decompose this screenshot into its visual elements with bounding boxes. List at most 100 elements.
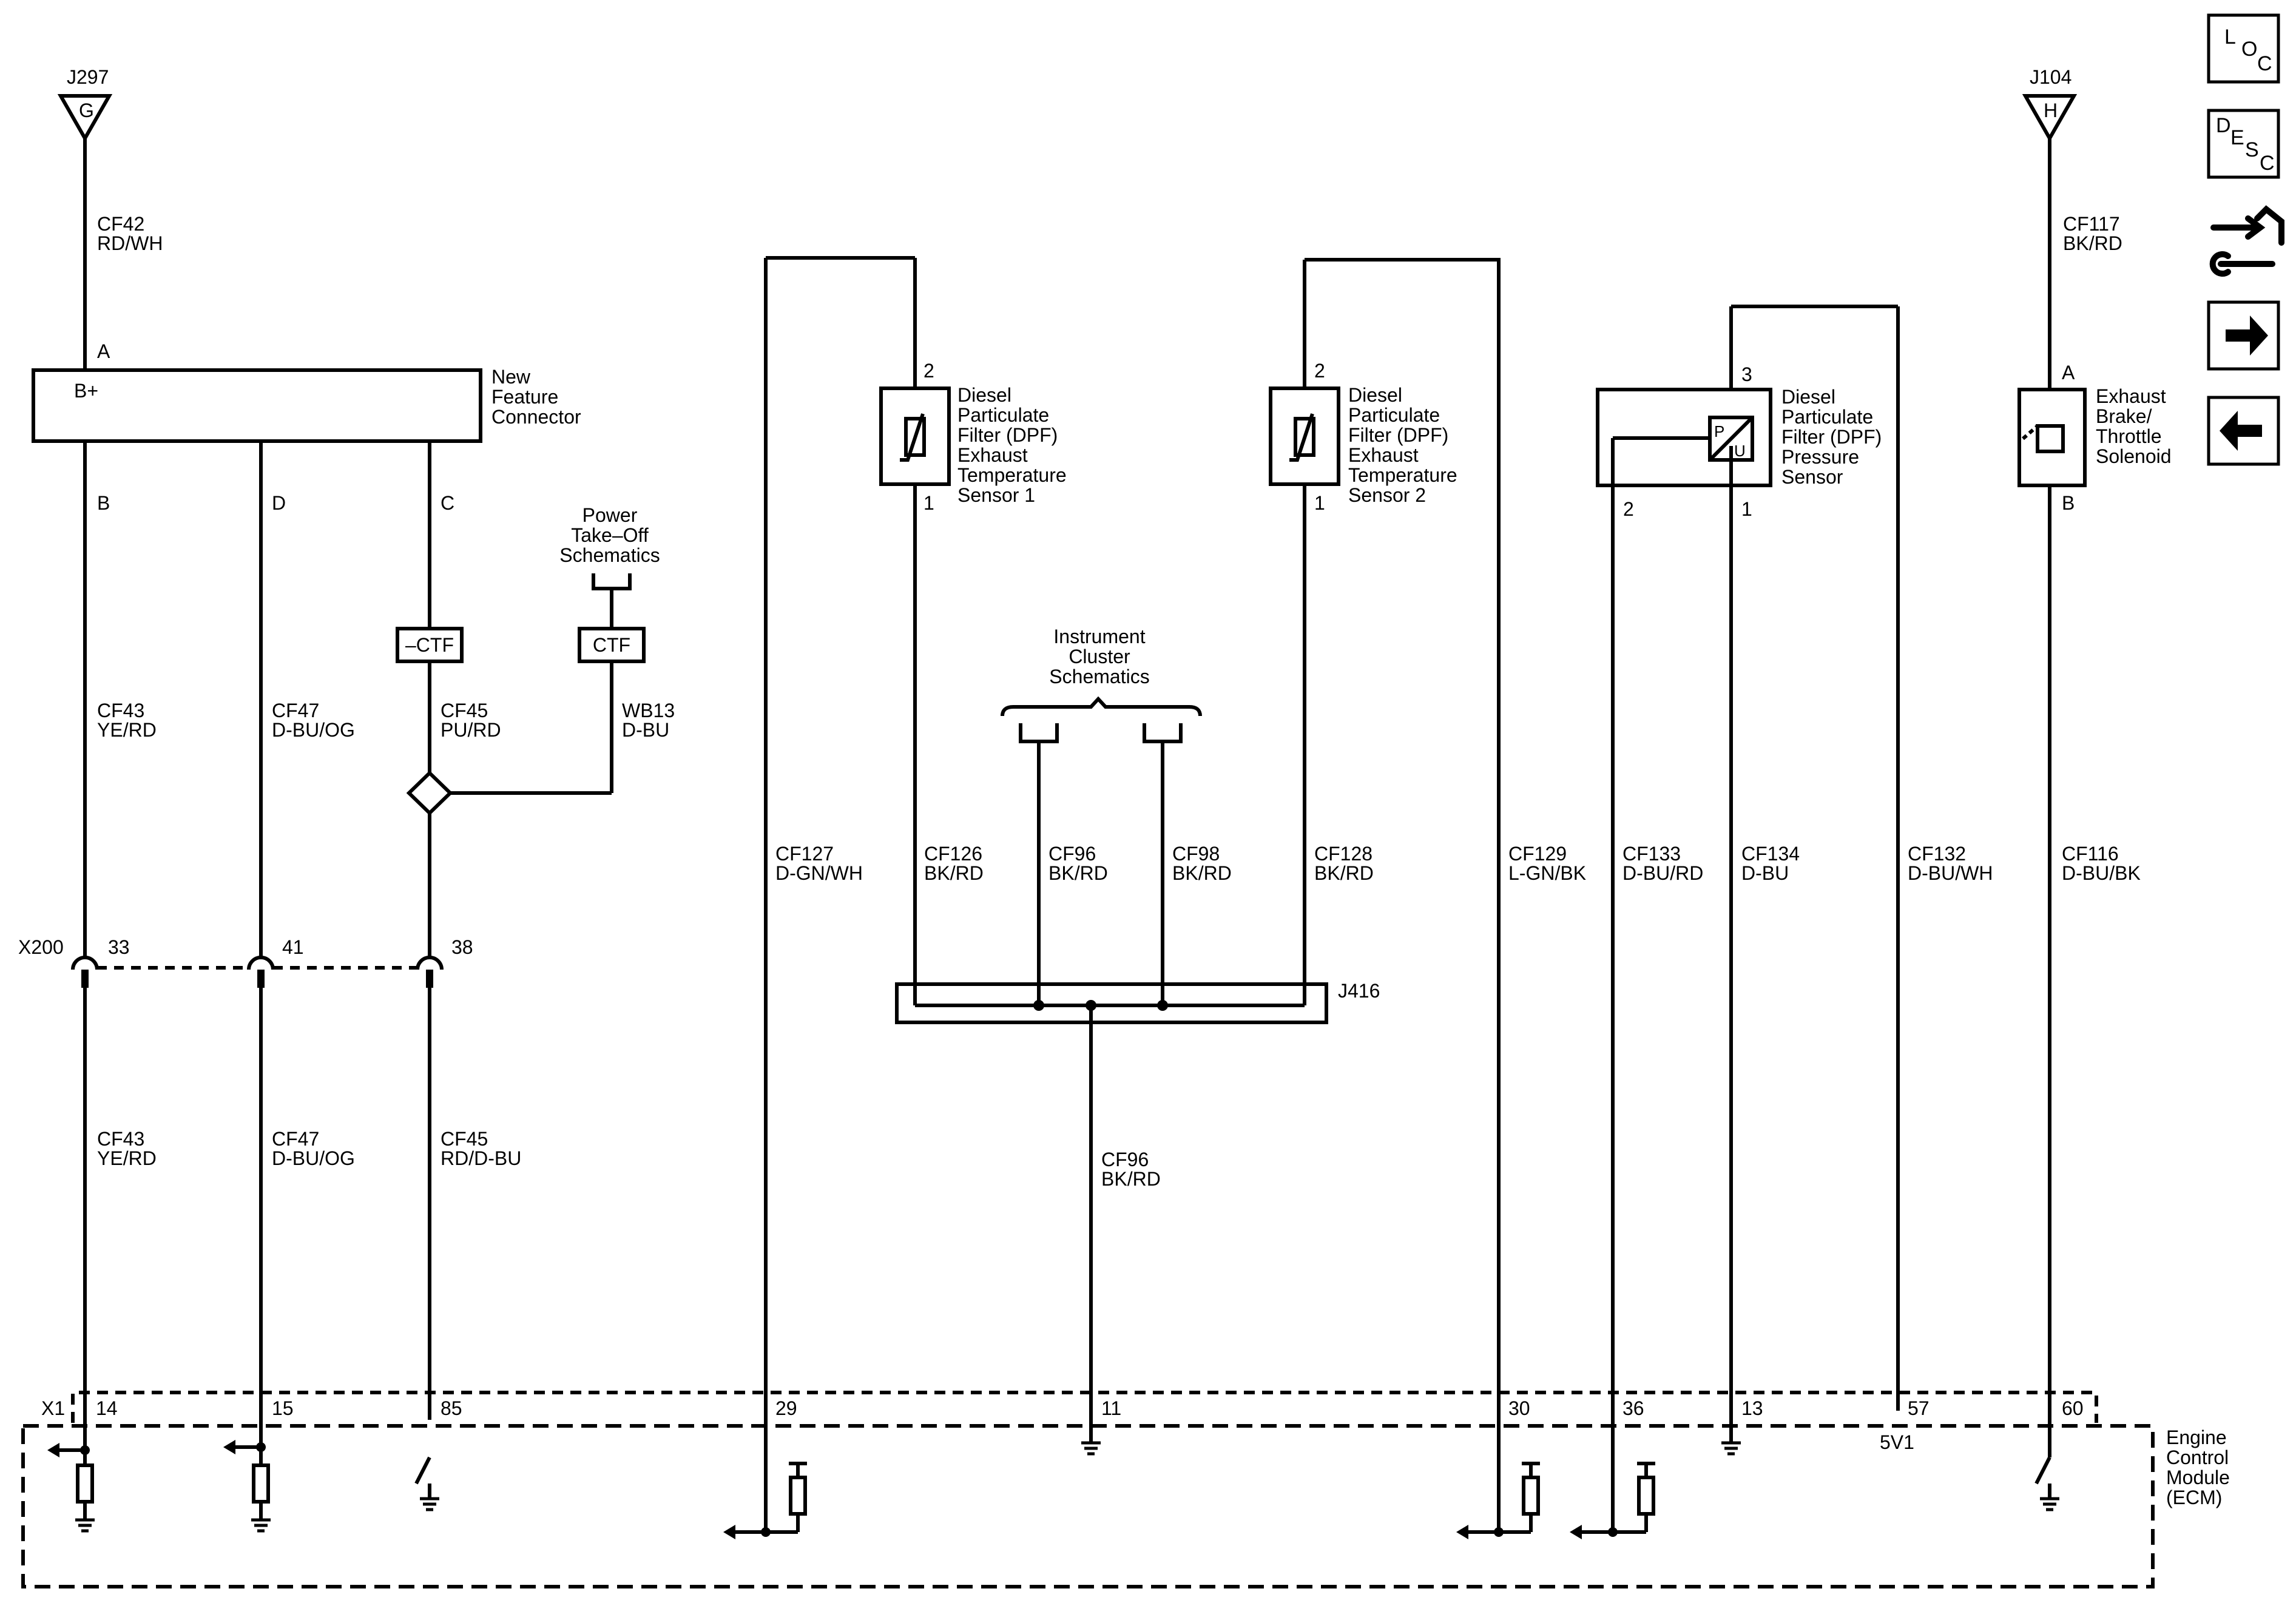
ecm-line-2: Control bbox=[2166, 1447, 2229, 1468]
svg-text:O: O bbox=[2241, 38, 2257, 61]
cf134-circuit: CF134 bbox=[1741, 843, 1800, 865]
cf43-dn-circuit: CF43 bbox=[97, 1128, 144, 1150]
exhaust-brake-line-1: Exhaust bbox=[2096, 385, 2166, 407]
ground-pin-85 bbox=[420, 1497, 439, 1511]
dpf-pressure-sensor-box bbox=[1596, 388, 1772, 487]
dpf2-line-4: Exhaust bbox=[1348, 444, 1419, 466]
ecm-pin-11: 11 bbox=[1101, 1397, 1121, 1419]
x200-pin-38 bbox=[416, 956, 444, 970]
dpf1-pin-2: 2 bbox=[923, 360, 934, 382]
x200-label: X200 bbox=[18, 936, 64, 958]
ecm-line-3: Module bbox=[2166, 1467, 2230, 1488]
cf133-color: D-BU/RD bbox=[1622, 862, 1703, 884]
exhaust-brake-line-2: Brake/ bbox=[2096, 405, 2152, 427]
dpf-pressure-line-5: Sensor bbox=[1781, 466, 1843, 488]
cf47-up-color: D-BU/OG bbox=[272, 719, 355, 741]
instrument-cluster-brace bbox=[1001, 696, 1202, 717]
new-feature-line-3: Connector bbox=[491, 406, 581, 428]
ecm-pin-36: 36 bbox=[1622, 1397, 1644, 1419]
cf43-dn-color: YE/RD bbox=[97, 1147, 157, 1169]
cf133-circuit: CF133 bbox=[1622, 843, 1681, 865]
new-feature-pin-b: B bbox=[97, 492, 110, 514]
splice-diamond bbox=[406, 770, 453, 816]
x200-pin-38-label: 38 bbox=[451, 936, 473, 958]
cf129-circuit: CF129 bbox=[1508, 843, 1567, 865]
svg-text:C: C bbox=[2260, 152, 2275, 175]
desc-button[interactable] bbox=[2207, 109, 2280, 179]
j416-label: J416 bbox=[1338, 980, 1380, 1002]
dpf1-line-6: Sensor 1 bbox=[957, 484, 1035, 506]
pressure-symbol-u: U bbox=[1734, 442, 1746, 460]
ctf-label: CTF bbox=[593, 634, 630, 656]
exhaust-brake-line-3: Throttle bbox=[2096, 425, 2161, 447]
new-feature-line-2: Feature bbox=[491, 386, 558, 408]
cf47-dn-circuit: CF47 bbox=[272, 1128, 319, 1150]
x200-pin-33 bbox=[71, 956, 99, 970]
dpf-pressure-line-1: Diesel bbox=[1781, 386, 1835, 408]
cf127-color: D-GN/WH bbox=[775, 862, 863, 884]
cf127-circuit: CF127 bbox=[775, 843, 834, 865]
dpf2-line-3: Filter (DPF) bbox=[1348, 424, 1448, 446]
j104-pin: H bbox=[2044, 100, 2058, 121]
back-arrow-icon bbox=[2220, 411, 2262, 451]
cf47-up-circuit: CF47 bbox=[272, 700, 319, 721]
dpf-pressure-pin-2: 2 bbox=[1623, 498, 1634, 520]
connector-tool-icon[interactable] bbox=[2209, 205, 2284, 277]
svg-text:S: S bbox=[2245, 138, 2259, 161]
cf128-color: BK/RD bbox=[1314, 862, 1374, 884]
j104-label: J104 bbox=[2030, 66, 2071, 88]
ecm-pin-85: 85 bbox=[441, 1397, 462, 1419]
cf128-circuit: CF128 bbox=[1314, 843, 1373, 865]
ic-line-1: Instrument bbox=[1053, 626, 1145, 647]
instrument-cluster-bracket-right bbox=[1143, 723, 1183, 743]
next-arrow-icon bbox=[2226, 316, 2268, 356]
cf98-color: BK/RD bbox=[1172, 862, 1232, 884]
ground-pin-11 bbox=[1081, 1441, 1101, 1456]
next-button[interactable] bbox=[2207, 300, 2280, 371]
dpf-pressure-line-2: Particulate bbox=[1781, 406, 1873, 428]
dpf2-line-5: Temperature bbox=[1348, 464, 1457, 486]
x1-connector-boundary bbox=[71, 1391, 2098, 1423]
new-feature-pin-d: D bbox=[272, 492, 286, 514]
ground-pin-60 bbox=[2040, 1497, 2059, 1511]
x200-pin-41 bbox=[247, 956, 275, 970]
j297-label: J297 bbox=[67, 66, 109, 88]
x1-label: X1 bbox=[41, 1397, 65, 1419]
cf42-color: RD/WH bbox=[97, 232, 163, 254]
dpf2-line-6: Sensor 2 bbox=[1348, 484, 1426, 506]
dpf-pressure-line-3: Filter (DPF) bbox=[1781, 426, 1882, 448]
cf43-up-color: YE/RD bbox=[97, 719, 157, 741]
desc-icon: D E S C bbox=[2216, 114, 2275, 175]
instrument-cluster-bracket-left bbox=[1019, 723, 1059, 743]
svg-text:C: C bbox=[2257, 52, 2272, 75]
svg-text:E: E bbox=[2230, 126, 2244, 149]
cf116-circuit: CF116 bbox=[2062, 843, 2119, 865]
cf45-dn-color: RD/D-BU bbox=[441, 1147, 521, 1169]
cf45-up-color: PU/RD bbox=[441, 719, 501, 741]
cf96b-color: BK/RD bbox=[1101, 1168, 1161, 1190]
ground-pin-14 bbox=[75, 1518, 95, 1533]
ecm-pin-13: 13 bbox=[1741, 1397, 1763, 1419]
ecm-pin-15: 15 bbox=[272, 1397, 294, 1419]
ic-line-3: Schematics bbox=[1049, 666, 1149, 687]
cf47-dn-color: D-BU/OG bbox=[272, 1147, 355, 1169]
back-button[interactable] bbox=[2207, 396, 2280, 466]
cf96a-color: BK/RD bbox=[1048, 862, 1108, 884]
new-feature-pin-a: A bbox=[97, 340, 110, 362]
exhaust-brake-pin-a: A bbox=[2062, 362, 2075, 383]
ecm-pin-14: 14 bbox=[96, 1397, 118, 1419]
dpf1-line-1: Diesel bbox=[957, 384, 1011, 406]
ecm-5v1-label: 5V1 bbox=[1880, 1431, 1914, 1453]
cf129-color: L-GN/BK bbox=[1508, 862, 1586, 884]
cf42-circuit: CF42 bbox=[97, 213, 144, 235]
new-feature-connector-box bbox=[32, 368, 482, 443]
wb13-circuit: WB13 bbox=[622, 700, 675, 721]
x200-pin-41-label: 41 bbox=[282, 936, 304, 958]
cf45-up-circuit: CF45 bbox=[441, 700, 488, 721]
loc-button[interactable] bbox=[2207, 13, 2280, 84]
ground-pin-13 bbox=[1721, 1441, 1741, 1456]
pto-line-2: Take–Off bbox=[571, 524, 649, 546]
j104-connector bbox=[2022, 94, 2078, 143]
ecm-line-1: Engine bbox=[2166, 1426, 2227, 1448]
